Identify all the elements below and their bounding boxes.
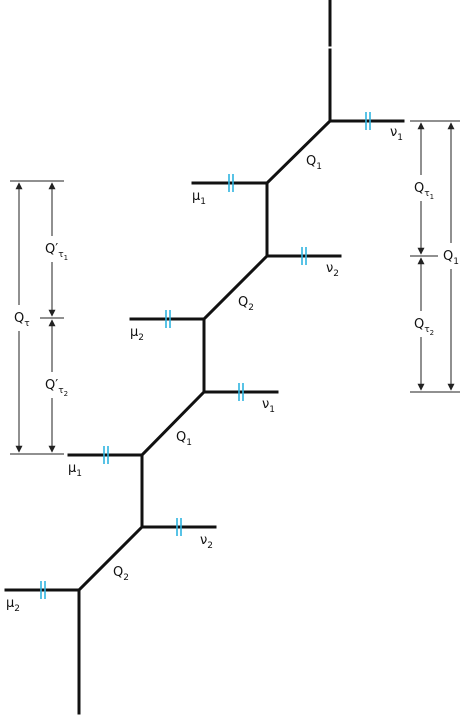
label-left-part2: Q′τ2 (45, 378, 68, 398)
tick-mu1-top (228, 174, 234, 192)
tick-nu1-mid (238, 383, 244, 401)
tick-mu2-mid (165, 310, 171, 328)
label-nu1-mid: ν1 (262, 397, 275, 415)
left-dimension-labels: Qτ Q′τ1 Q′τ2 (12, 236, 73, 398)
label-right-total: Q1 (443, 249, 459, 267)
tick-marks (40, 112, 371, 599)
label-q2-mid: Q2 (238, 295, 254, 313)
tick-nu1-top (365, 112, 371, 130)
tick-nu2-mid (301, 247, 307, 265)
diagonal-q2-bot (76, 524, 145, 593)
label-mu2-mid: μ2 (130, 325, 144, 343)
label-mu1-mid: μ1 (68, 461, 82, 479)
label-right-part2: Qτ2 (414, 317, 434, 337)
diagonal-q1-mid (139, 389, 207, 458)
label-mu2-bot: μ2 (6, 596, 20, 614)
tick-nu2-bot (176, 518, 182, 536)
label-nu2-mid: ν2 (326, 261, 339, 279)
label-left-total: Qτ (14, 311, 30, 329)
right-dimension-labels: Qτ1 Qτ2 Q1 (412, 175, 460, 337)
label-q1-top: Q1 (306, 154, 322, 172)
label-q1-mid: Q1 (176, 430, 192, 448)
label-mu1-top: μ1 (192, 189, 206, 207)
label-q2-bot: Q2 (113, 565, 129, 583)
diagonal-q1-top (264, 118, 333, 186)
label-right-part1: Qτ1 (414, 181, 434, 201)
staircase-labels: Q1 Q2 Q1 Q2 μ1 μ2 μ1 μ2 ν1 ν2 ν1 ν2 (6, 125, 403, 614)
label-nu2-bot: ν2 (200, 533, 213, 551)
staircase-lines (4, 0, 405, 718)
tick-mu2-bot (40, 581, 46, 599)
label-nu1-top: ν1 (390, 125, 403, 143)
tick-mu1-mid (103, 446, 109, 464)
diagonal-q2-mid (201, 253, 270, 322)
label-left-part1: Q′τ1 (45, 242, 68, 262)
